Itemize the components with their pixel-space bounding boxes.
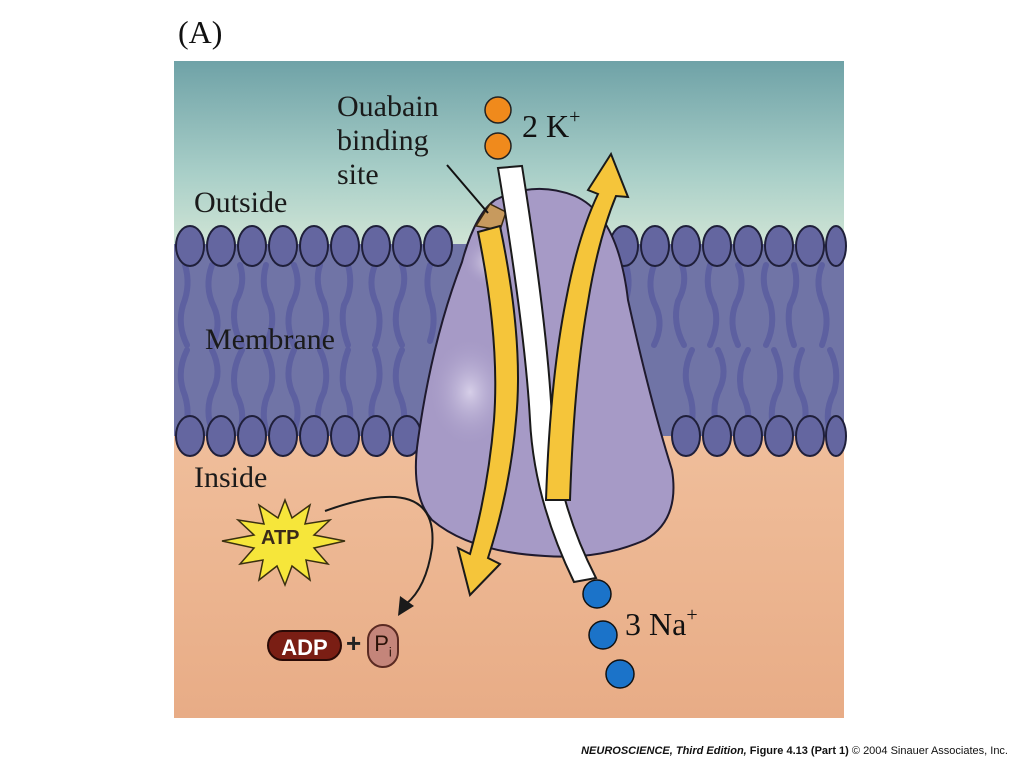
ouabain-label-line1: Ouabain [337,90,439,123]
ouabain-label: Ouabain binding site [337,90,439,192]
ouabain-label-line3: site [337,158,379,191]
lipid-tails [177,262,840,433]
credit-figure: Figure 4.13 (Part 1) [749,745,849,757]
outside-label: Outside [194,186,288,219]
lipid-heads-outer [175,225,847,267]
atp-starburst [221,497,346,588]
sodium-charge: + [686,604,698,626]
potassium-ion [484,132,512,160]
sodium-out-arrow [544,151,630,501]
panel-label: (A) [178,14,223,50]
potassium-pathway [496,164,598,584]
potassium-label: 2 K+ [522,106,581,145]
membrane-label: Membrane [205,323,335,356]
credit-copyright: © 2004 Sinauer Associates, Inc. [851,745,1008,757]
sodium-ion [588,620,618,650]
phosphate-subscript: i [388,644,392,660]
sodium-label: 3 Na+ [625,604,698,643]
hydrolysis-arrowhead [398,596,414,616]
potassium-in-arrow [456,224,519,597]
potassium-ion [484,96,512,124]
sodium-ion [582,579,612,609]
potassium-count: 2 K [522,108,570,144]
phosphate-letter: P [374,631,389,656]
atp-label: ATP [261,527,300,549]
ouabain-label-line2: binding [337,124,429,157]
protein-highlight-lower [428,336,512,448]
potassium-charge: + [569,106,581,128]
sodium-count: 3 Na [625,606,687,642]
figure-credit: NEUROSCIENCE, Third Edition, Figure 4.13… [581,745,1008,757]
plus-sign: + [346,628,362,658]
hydrolysis-arrow [324,495,434,605]
credit-title: NEUROSCIENCE, Third Edition, [581,745,747,757]
phosphate-label: Pi [367,624,399,668]
sodium-ion [605,659,635,689]
ouabain-leader-line [446,164,489,214]
adp-label: ADP [267,630,342,661]
inside-label: Inside [194,461,268,494]
